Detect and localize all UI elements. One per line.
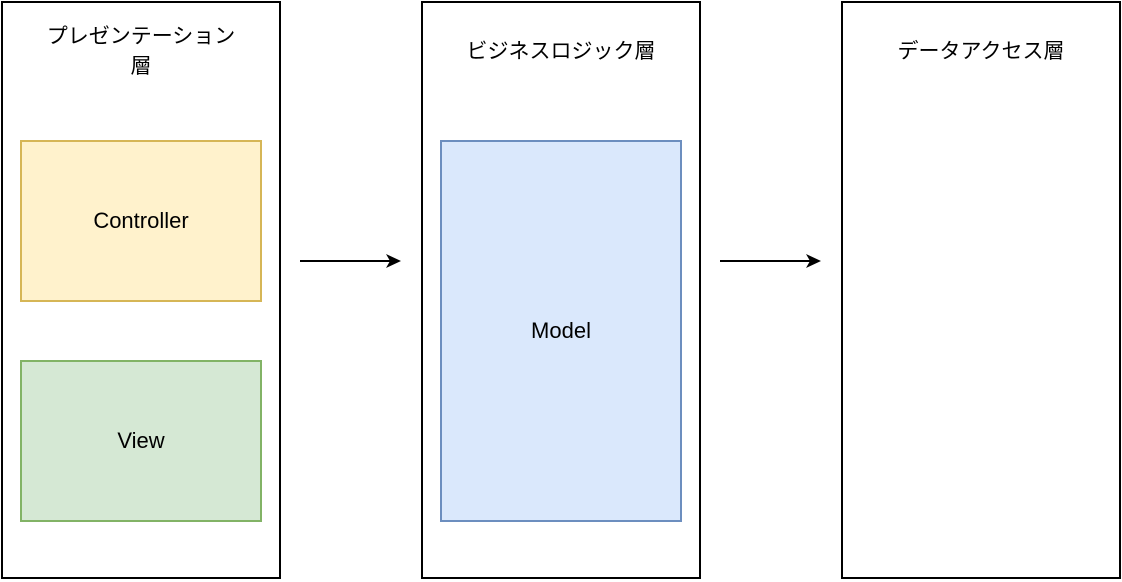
- view-box: View: [20, 360, 262, 522]
- presentation-layer-title: プレゼンテーション 層: [46, 24, 236, 78]
- model-label: Model: [531, 318, 591, 343]
- business-logic-layer-title: ビジネスロジック層: [466, 39, 656, 63]
- data-access-layer-title: データアクセス層: [897, 39, 1065, 63]
- arrow-presentation-to-business: [300, 254, 401, 268]
- view-label: View: [117, 428, 165, 453]
- controller-box: Controller: [20, 140, 262, 302]
- controller-label: Controller: [93, 208, 189, 233]
- data-access-layer: データアクセス層: [841, 1, 1121, 579]
- arrow-business-to-data: [720, 254, 821, 268]
- model-box: Model: [440, 140, 682, 522]
